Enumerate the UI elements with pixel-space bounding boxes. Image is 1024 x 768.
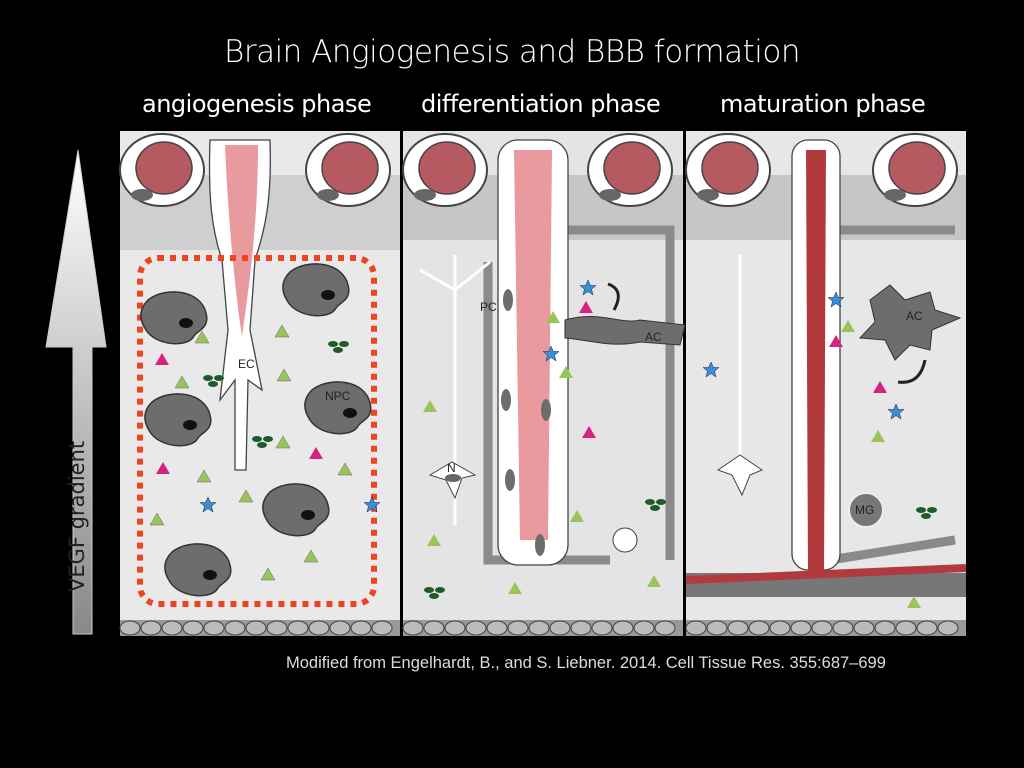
panel-maturation: AC MG xyxy=(685,131,967,637)
label-ec: EC xyxy=(238,357,255,371)
vegf-gradient-arrow: VEGF gradient xyxy=(45,149,107,635)
slide-title: Brain Angiogenesis and BBB formation xyxy=(224,34,800,70)
phase-label-angiogenesis: angiogenesis phase xyxy=(142,90,372,118)
panel-differentiation: PC AC N xyxy=(402,131,686,637)
vegf-gradient-label: VEGF gradient xyxy=(65,441,89,592)
phase-label-maturation: maturation phase xyxy=(720,90,926,118)
label-ac-differentiation: AC xyxy=(645,330,662,344)
citation: Modified from Engelhardt, B., and S. Lie… xyxy=(286,654,886,672)
label-npc: NPC xyxy=(325,389,351,403)
phase-label-differentiation: differentiation phase xyxy=(421,90,661,118)
label-mg: MG xyxy=(855,503,874,517)
label-n: N xyxy=(447,461,456,475)
panel-angiogenesis: EC NPC xyxy=(119,131,401,637)
label-ac-maturation: AC xyxy=(906,309,923,323)
label-pc: PC xyxy=(480,300,497,314)
